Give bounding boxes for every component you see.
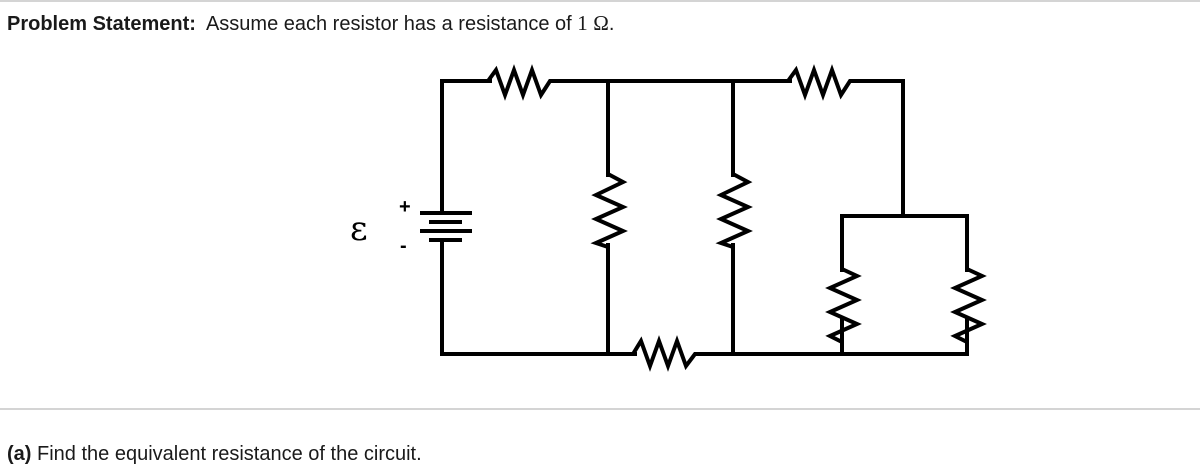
- emf-symbol: ε: [350, 209, 368, 249]
- top-divider: [0, 0, 1200, 2]
- wire-top-right: [850, 79, 905, 218]
- resistor-top-right: [786, 64, 854, 101]
- resistance-value: 1: [577, 11, 588, 35]
- resistor-middle-left: [590, 172, 628, 249]
- section-divider: [0, 408, 1200, 410]
- wire-left-bottom: [440, 240, 637, 356]
- problem-statement-label: Problem Statement:: [7, 13, 196, 35]
- minus-sign: -: [400, 235, 407, 257]
- problem-statement-period: .: [608, 13, 615, 35]
- wire-parallel-bottom: [840, 318, 969, 356]
- ohm-unit: Ω: [593, 11, 609, 35]
- question-a: (a) Find the equivalent resistance of th…: [7, 443, 422, 466]
- question-text: Find the equivalent resistance of the ci…: [31, 443, 422, 465]
- wires: [440, 79, 969, 356]
- resistor-top-left: [486, 64, 558, 101]
- resistor-parallel-right: [950, 267, 987, 346]
- wire-left-top: [440, 79, 492, 215]
- problem-statement: Problem Statement: Assume each resistor …: [7, 11, 614, 36]
- wire-parallel-top: [840, 214, 969, 272]
- resistor-middle-right: [715, 172, 753, 249]
- plus-sign: +: [399, 196, 411, 218]
- question-part-label: (a): [7, 443, 32, 465]
- resistor-bottom: [631, 335, 707, 372]
- resistor-parallel-left: [825, 267, 862, 346]
- battery: [420, 211, 472, 242]
- problem-statement-text: Assume each resistor has a resistance of: [205, 13, 578, 35]
- resistors: [486, 64, 987, 372]
